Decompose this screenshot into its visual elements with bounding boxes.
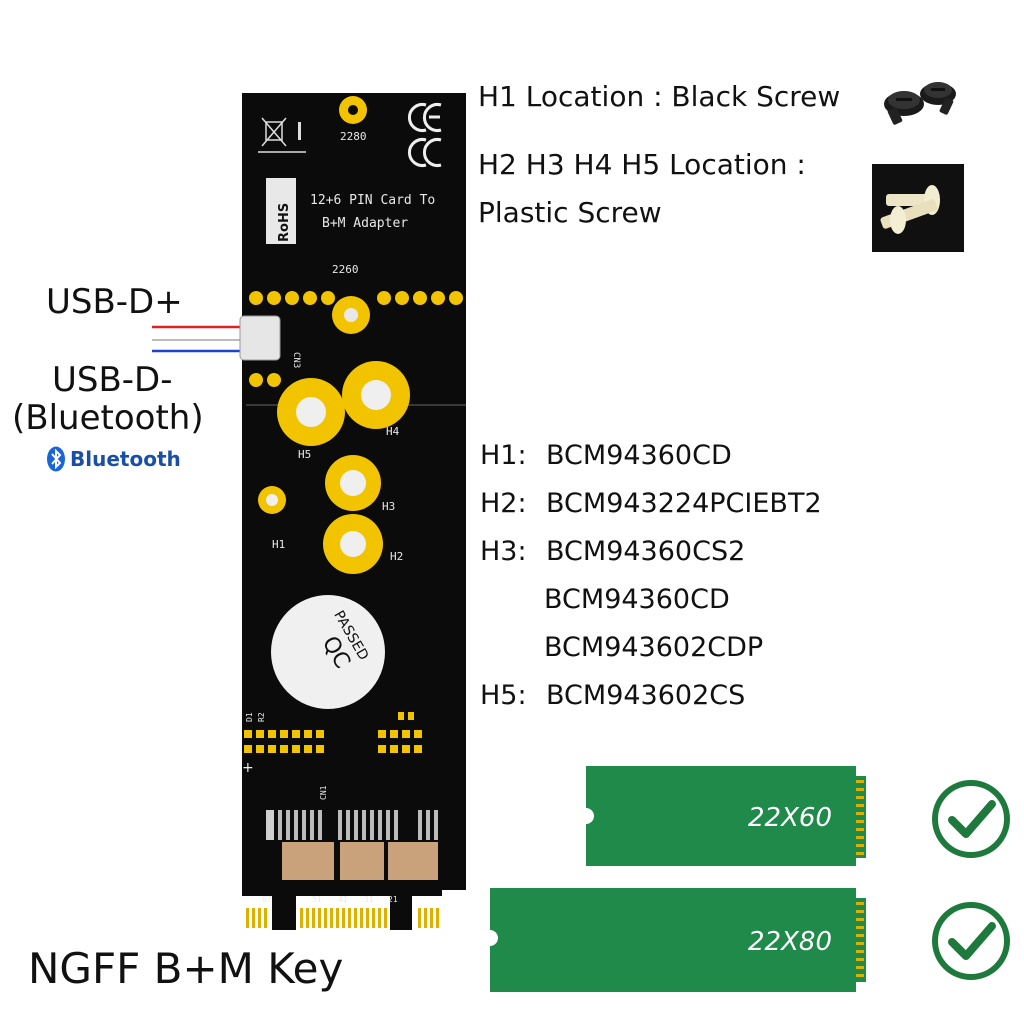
card-22x60: 22X60 [586,766,866,866]
rohs-text: RoHS [277,203,292,242]
pad-row-left [249,291,335,305]
cn3-label: CN3 [291,352,301,368]
compat-h2-model: BCM943224PCIEBT2 [546,488,822,519]
compat-h1-label: H1: [480,440,527,471]
compat-h3-label: H3: [480,536,527,567]
label-h2: H2 [390,550,403,563]
pin-31-label: 31 [364,895,374,904]
label-h5: H5 [298,448,311,461]
label-h1: H1 [272,538,285,551]
compat-h3-model-2: BCM94360CD [544,584,730,615]
qc-passed-sticker: QC PASSED [271,595,385,709]
bluetooth-icon [47,446,65,472]
compat-h3-model-3: BCM943602CDP [544,632,764,663]
usb-d-plus-label: USB-D+ [46,282,183,322]
compat-h5-model: BCM943602CS [546,680,746,711]
r2-label: R2 [257,712,266,722]
card-22x80: 22X80 [490,888,866,992]
compat-h5-label: H5: [480,680,527,711]
usb-d-minus-label: USB-D- [52,360,173,400]
weee-trash-icon [261,117,287,147]
h1-location-text: H1 Location : Black Screw [478,80,841,113]
card-22x60-label: 22X60 [748,803,832,833]
black-screw-image [884,82,956,125]
smd-pads-left [244,730,324,753]
bluetooth-logo: Bluetooth [46,446,181,472]
pin-21-label: 21 [388,895,398,904]
compat-h2-label: H2: [480,488,527,519]
cn1-connector [266,810,438,880]
d1-label: D1 [245,712,254,722]
pin-67-label: 67 [262,895,272,904]
h2-location-text-line1: H2 H3 H4 H5 Location : [478,148,806,181]
usb-wires [152,325,254,353]
ce-mark-icon [408,103,442,167]
bluetooth-logo-text: Bluetooth [70,447,181,471]
label-h4: H4 [386,425,400,438]
check-icon-22x60 [932,780,1010,858]
plastic-screw-image [872,164,964,252]
pin-51-label: 51 [312,895,322,904]
board-title-line2: B+M Adapter [322,216,408,231]
compat-h1-model: BCM94360CD [546,440,732,471]
pad-row-right [377,291,463,305]
check-icon-22x80 [932,902,1010,980]
svg-text:+: + [242,760,254,776]
rohs-badge: RoHS [266,178,296,244]
pcb-board: 2280 RoHS 12+6 PIN Card To B+M Adapter 2… [239,93,466,930]
h2-location-text-line2: Plastic Screw [478,196,662,229]
compat-h3-model-1: BCM94360CS2 [546,536,746,567]
card-22x80-label: 22X80 [748,927,832,957]
edge-contacts [246,908,439,928]
label-h3: H3 [382,500,395,513]
cn3-connector [239,315,281,361]
label-2260: 2260 [332,263,359,276]
bluetooth-paren-label: (Bluetooth) [12,398,204,438]
smd-pads-right [378,712,422,753]
cn1-label: CN1 [319,785,328,800]
label-2280: 2280 [340,130,367,143]
pin-41-label: 41 [338,895,348,904]
ngff-key-label: NGFF B+M Key [28,944,344,993]
board-title-line1: 12+6 PIN Card To [310,193,435,208]
